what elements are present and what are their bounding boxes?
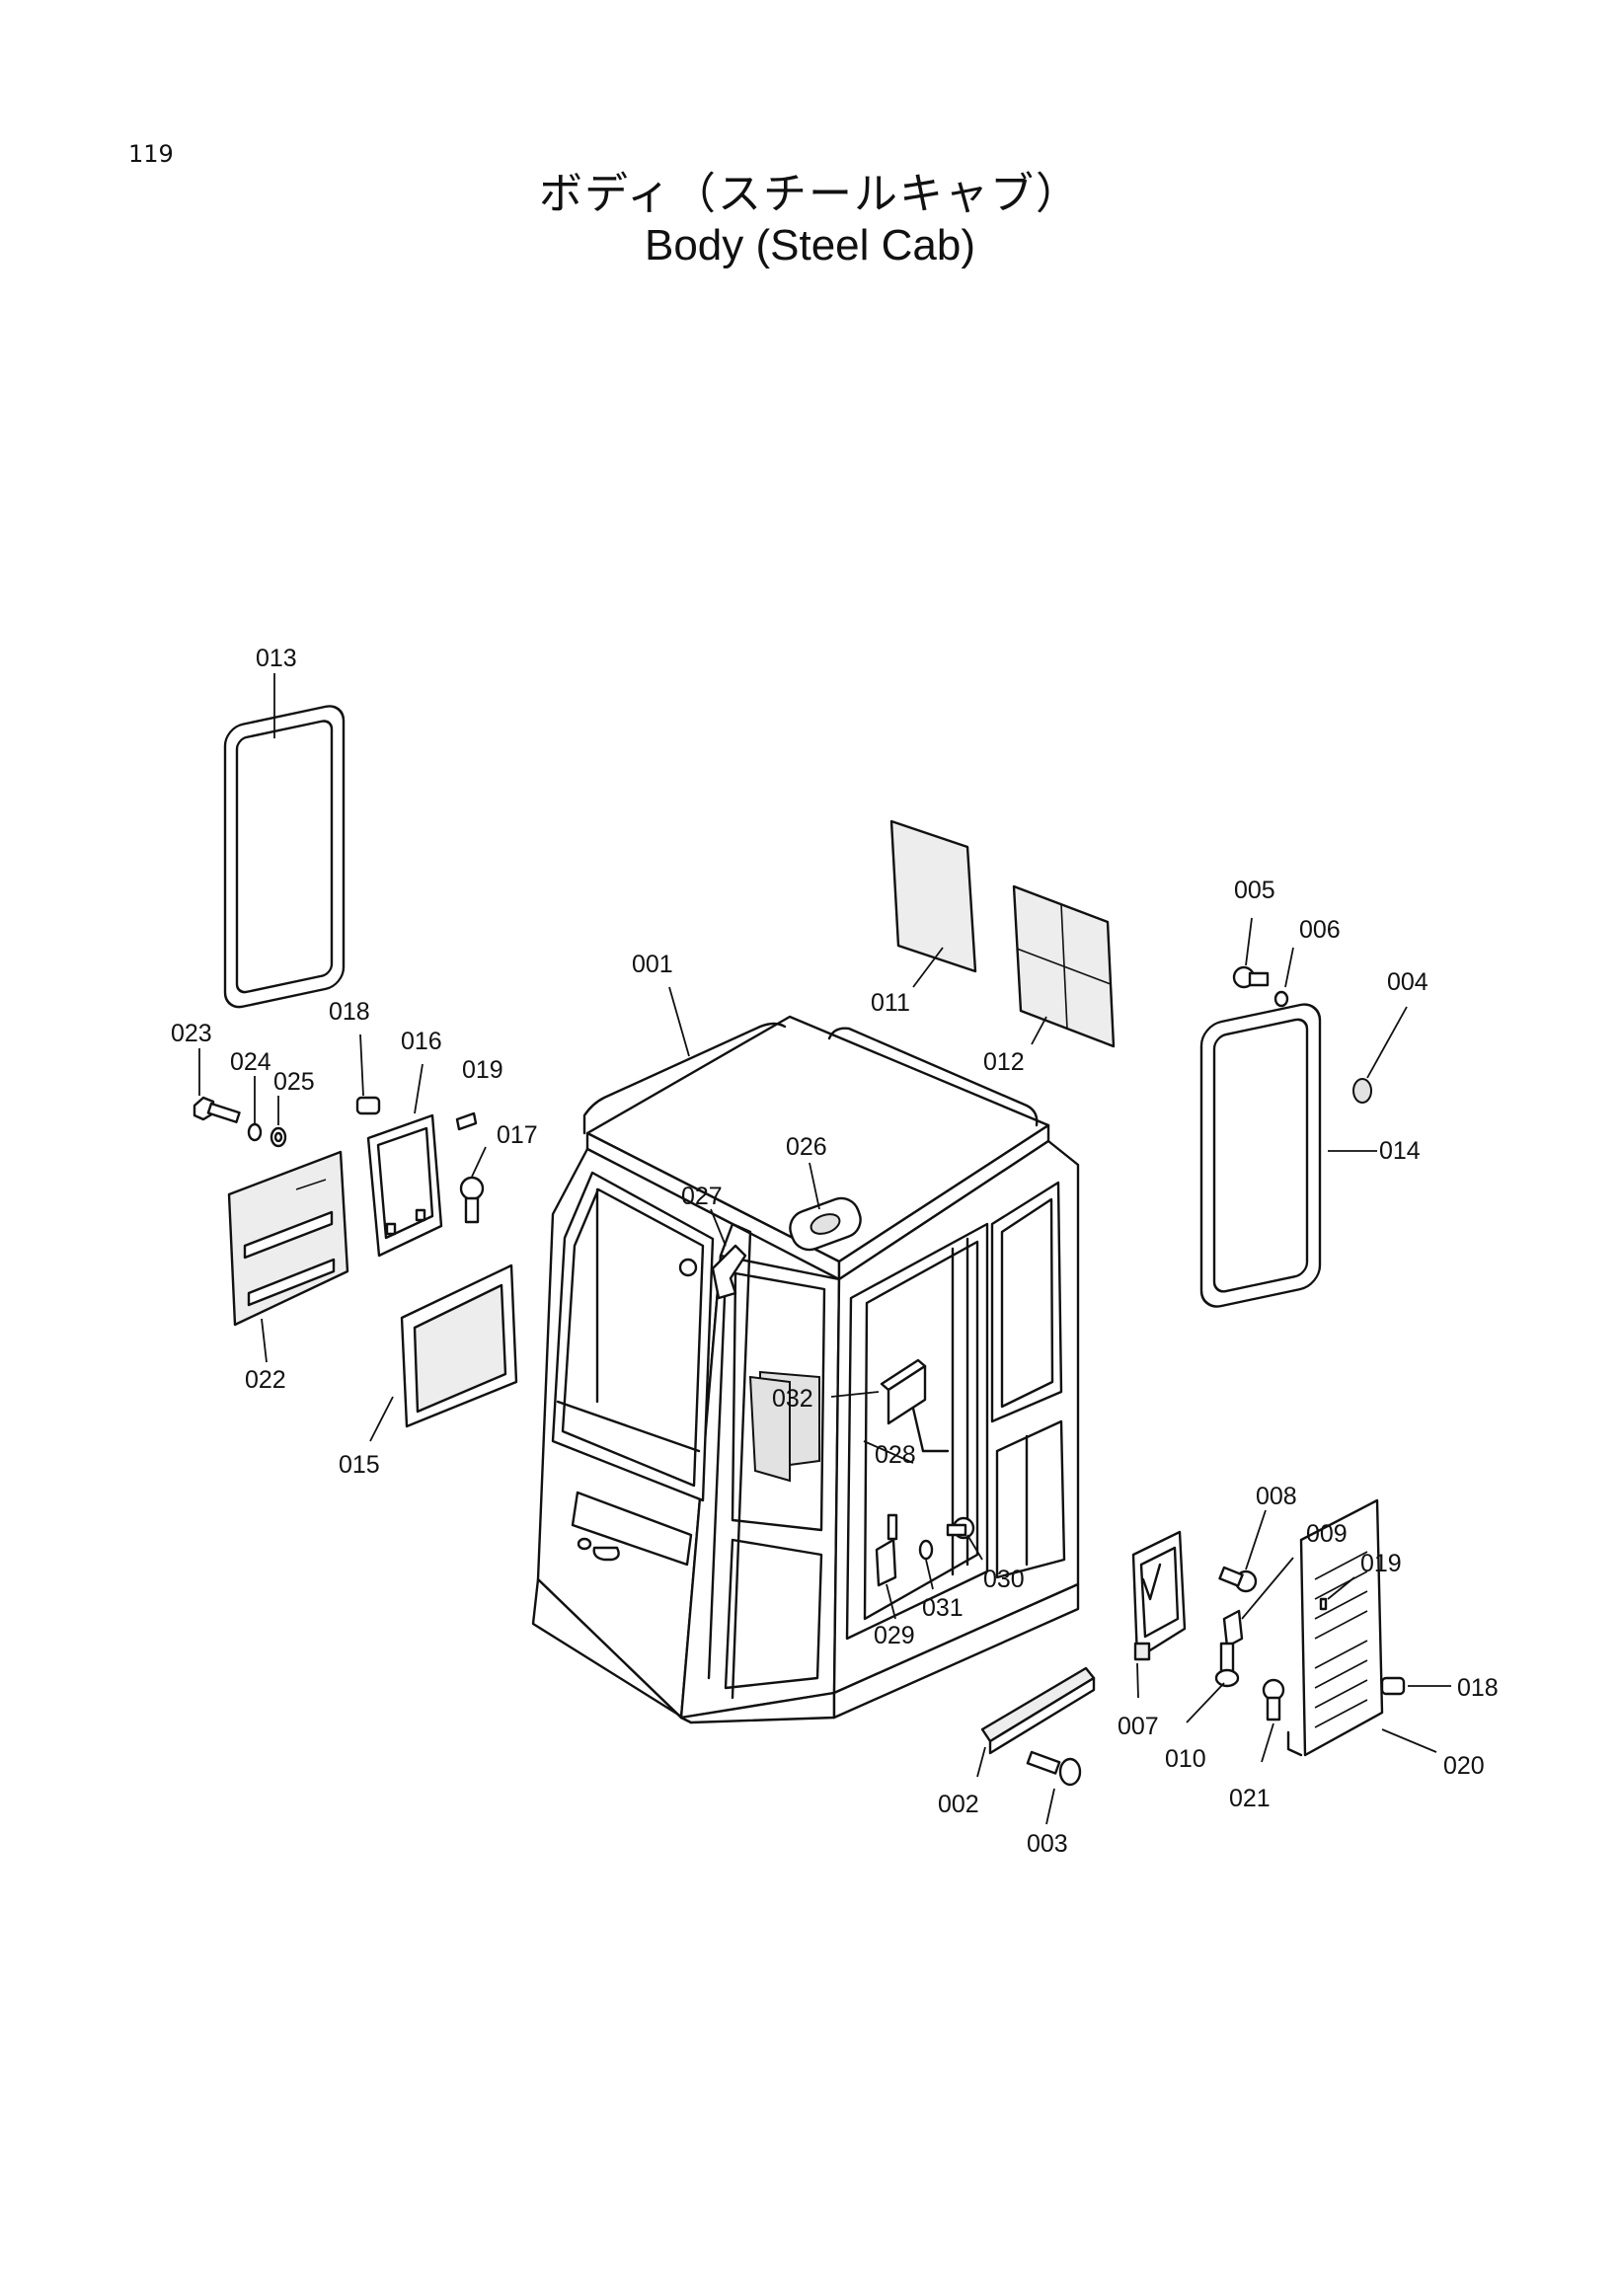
part-label-022: 022 — [245, 1366, 286, 1394]
part-label-012: 012 — [983, 1048, 1025, 1076]
part-label-016: 016 — [401, 1028, 442, 1055]
page-title-japanese: ボディ（スチールキャブ） — [539, 169, 1081, 219]
part-012-panel — [1012, 884, 1116, 1048]
part-label-021: 021 — [1229, 1785, 1271, 1812]
part-016-plate — [366, 1113, 443, 1258]
cab-body — [531, 1015, 1080, 1724]
part-label-008: 008 — [1256, 1483, 1297, 1510]
part-022-plate — [227, 1150, 349, 1327]
part-007-panel — [1131, 1530, 1187, 1661]
part-label-025: 025 — [273, 1068, 315, 1096]
part-label-010: 010 — [1165, 1745, 1206, 1773]
part-label-014: 014 — [1379, 1137, 1421, 1165]
part-label-002: 002 — [938, 1791, 979, 1818]
part-015-window-frame — [400, 1263, 518, 1428]
part-label-032: 032 — [772, 1385, 813, 1413]
part-label-030: 030 — [983, 1566, 1025, 1593]
part-label-015: 015 — [339, 1451, 380, 1479]
fasteners — [193, 965, 1406, 1787]
part-label-005: 005 — [1234, 877, 1275, 904]
page-title-english: Body (Steel Cab) — [644, 221, 976, 269]
part-027-latch — [678, 1244, 747, 1300]
part-label-006: 006 — [1299, 916, 1341, 944]
part-label-023: 023 — [171, 1020, 212, 1047]
part-label-013: 013 — [256, 645, 297, 672]
part-label-019-left: 019 — [462, 1056, 503, 1084]
part-013-window-glass — [223, 705, 346, 1009]
part-label-018-left: 018 — [329, 998, 370, 1026]
part-label-003: 003 — [1027, 1830, 1068, 1858]
part-label-027: 027 — [681, 1183, 723, 1210]
part-label-007: 007 — [1118, 1713, 1159, 1740]
page-number: 119 — [128, 140, 174, 168]
part-label-001: 001 — [632, 951, 673, 978]
part-label-019-right: 019 — [1360, 1550, 1402, 1577]
part-label-011: 011 — [871, 989, 910, 1017]
part-032-arm — [880, 1358, 927, 1425]
leader-lines — [198, 673, 1451, 1825]
part-labels: 013 001 011 012 005 006 004 014 023 024 … — [171, 645, 1499, 1858]
part-label-026: 026 — [786, 1133, 827, 1161]
part-011-panel — [889, 819, 977, 973]
part-020-grille-cover — [1286, 1498, 1384, 1757]
part-label-031: 031 — [922, 1594, 964, 1622]
part-label-017: 017 — [497, 1121, 538, 1149]
part-label-009: 009 — [1306, 1520, 1348, 1548]
part-label-004: 004 — [1387, 968, 1428, 996]
part-label-018-right: 018 — [1457, 1674, 1499, 1702]
part-014-window-glass — [1199, 1003, 1322, 1308]
part-label-029: 029 — [874, 1622, 915, 1649]
part-label-024: 024 — [230, 1048, 271, 1076]
part-label-020: 020 — [1443, 1752, 1485, 1780]
part-002-bar — [980, 1666, 1096, 1755]
part-label-028: 028 — [875, 1441, 916, 1469]
